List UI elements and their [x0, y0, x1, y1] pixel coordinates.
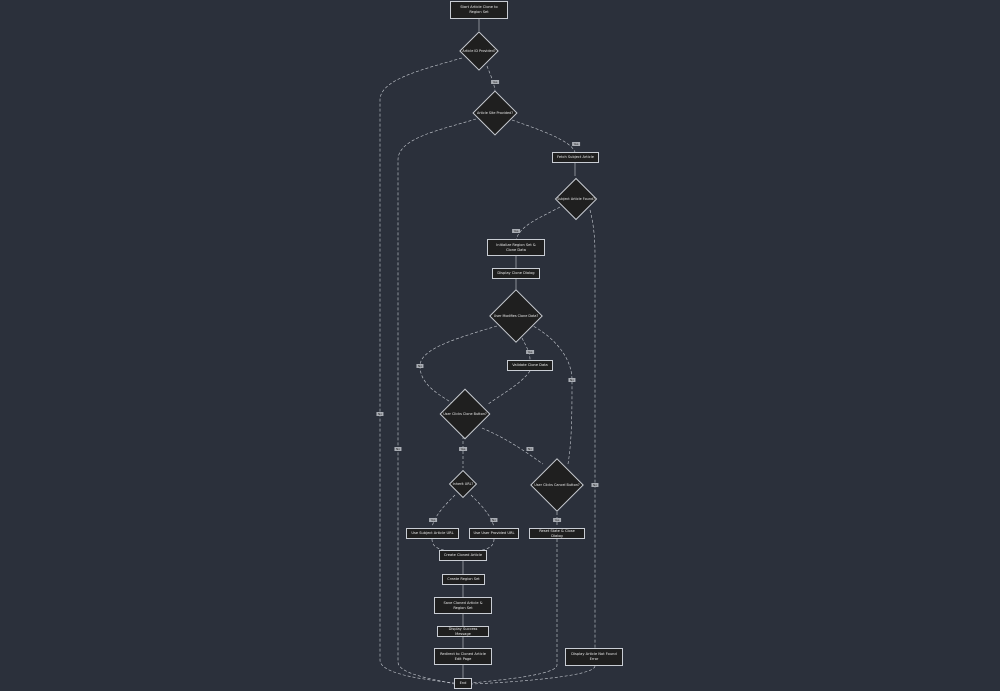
- edge-inherit-no: [470, 494, 495, 528]
- edge-label-found-no: No: [591, 483, 599, 487]
- edge-reset-to-end: [471, 539, 558, 684]
- decision-inherit-url: Inherit URL?: [452, 481, 474, 486]
- node-display-dialog[interactable]: Display Clone Dialog: [492, 268, 540, 279]
- node-create-cloned[interactable]: Create Cloned Article: [439, 550, 487, 561]
- node-reset-close[interactable]: Reset State & Close Dialog: [529, 528, 585, 539]
- node-start[interactable]: Start Article Clone to Region Set: [450, 1, 508, 19]
- node-init-region[interactable]: Initialize Region Set & Clone Data: [487, 239, 545, 256]
- edge-validate-to-clone: [486, 370, 531, 406]
- decision-subject-found: Subject Article Found?: [557, 196, 595, 201]
- edge-article-id-yes: [486, 65, 496, 92]
- decision-modifies: User Modifies Clone Data?: [493, 313, 539, 318]
- edge-cancel-no: [532, 325, 573, 465]
- edge-label-site-no: No: [394, 447, 402, 451]
- edge-modifies-yes: [521, 337, 531, 361]
- decision-clicks-cancel: User Clicks Cancel Button?: [534, 482, 580, 487]
- edge-label-found-yes: Yes: [512, 229, 520, 233]
- edge-inherit-yes: [431, 494, 456, 528]
- node-create-region[interactable]: Create Region Set: [442, 574, 485, 585]
- node-validate[interactable]: Validate Clone Data: [507, 360, 553, 371]
- edge-modifies-no: [419, 325, 498, 404]
- edge-label-article-id-no: No: [376, 412, 384, 416]
- edge-label-cancel-yes: Yes: [553, 518, 561, 522]
- edge-label-cancel-no: No: [568, 378, 576, 382]
- node-fetch-subject[interactable]: Fetch Subject Article: [552, 152, 599, 163]
- node-use-subject-url[interactable]: Use Subject Article URL: [406, 528, 459, 539]
- edge-label-article-id-yes: Yes: [491, 80, 499, 84]
- edge-notfound-to-end: [471, 665, 596, 685]
- edge-found-no: [589, 209, 596, 648]
- edge-label-clone-yes: Yes: [459, 447, 467, 451]
- edge-found-yes: [515, 206, 561, 241]
- edge-label-inherit-yes: Yes: [429, 518, 437, 522]
- decision-article-id: Article ID Provided?: [462, 48, 496, 53]
- edge-clone-no: [481, 427, 544, 465]
- edge-label-site-yes: Yes: [572, 142, 580, 146]
- decision-clicks-clone: User Clicks Clone Button?: [443, 411, 487, 416]
- edge-label-modifies-yes: Yes: [526, 350, 534, 354]
- edge-label-modifies-no: No: [416, 364, 424, 368]
- node-display-success[interactable]: Display Success Message: [437, 626, 489, 637]
- node-save-cloned[interactable]: Save Cloned Article & Region Set: [434, 597, 492, 614]
- edge-article-id-no: [379, 57, 463, 684]
- node-redirect[interactable]: Redirect to Cloned Article Edit Page: [434, 648, 492, 665]
- edge-label-inherit-no: No: [490, 518, 498, 522]
- node-not-found[interactable]: Display Article Not Found Error: [565, 648, 623, 666]
- edge-label-clone-no: No: [526, 447, 534, 451]
- edge-site-yes: [511, 119, 576, 153]
- edge-site-no: [397, 118, 477, 685]
- decision-article-site: Article Site Provided?: [476, 110, 514, 115]
- node-end[interactable]: End: [454, 678, 472, 689]
- node-use-user-url[interactable]: Use User Provided URL: [469, 528, 519, 539]
